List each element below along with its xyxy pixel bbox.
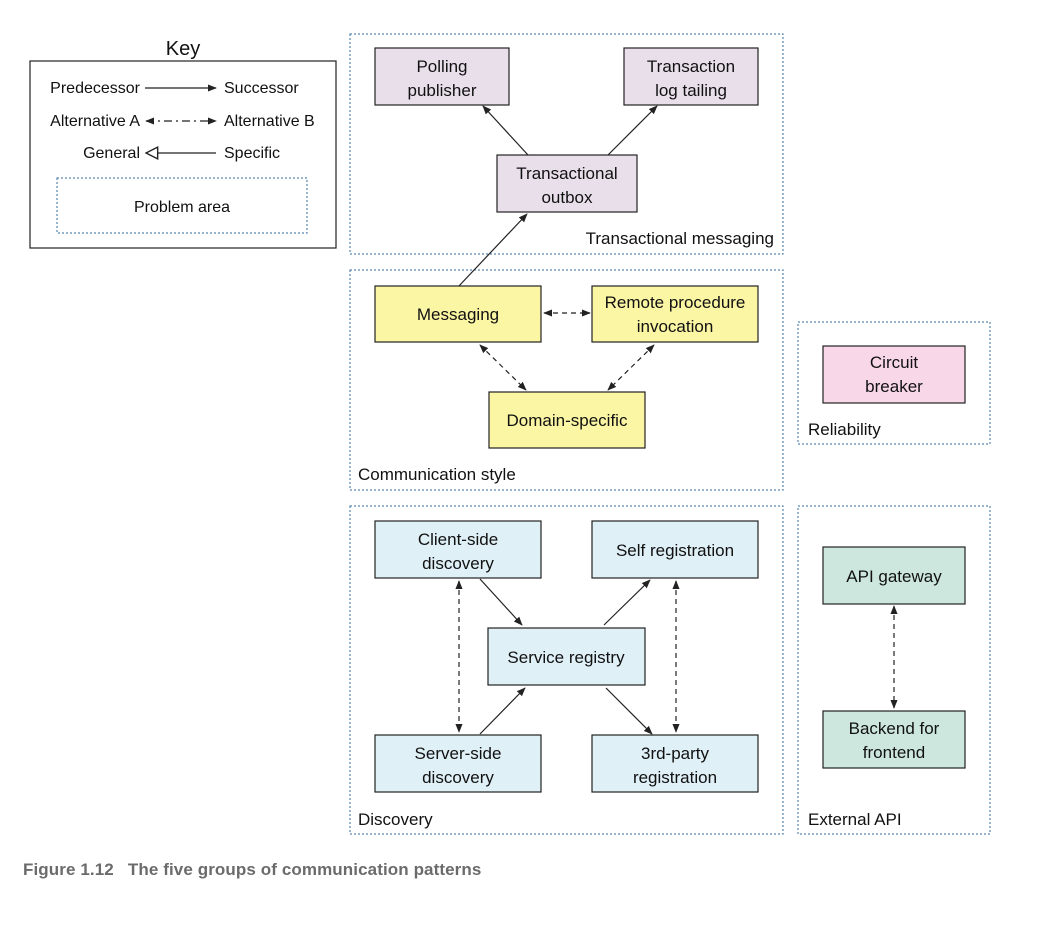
svg-text:Transactional: Transactional [516, 164, 617, 183]
node-polling-publisher: Polling publisher [374, 47, 510, 106]
area-discovery-label: Discovery [358, 810, 433, 829]
svg-text:Circuit: Circuit [870, 353, 918, 372]
svg-text:frontend: frontend [863, 743, 925, 762]
svg-text:breaker: breaker [865, 377, 923, 396]
node-domain-specific: Domain-specific [488, 391, 646, 449]
svg-text:publisher: publisher [408, 81, 477, 100]
key-problem-area-label: Problem area [134, 199, 230, 216]
key-alternative-b-label: Alternative B [224, 113, 315, 130]
key-predecessor-label: Predecessor [50, 80, 140, 97]
figure-caption-text: The five groups of communication pattern… [127, 860, 482, 879]
svg-text:Backend for: Backend for [849, 719, 940, 738]
edge-registry-to-third-party [605, 687, 653, 735]
node-backend-for-frontend: Backend for frontend [822, 710, 966, 769]
area-external-api [797, 505, 991, 835]
area-external-api-label: External API [808, 810, 902, 829]
key-alternative-a-label: Alternative A [50, 113, 140, 130]
svg-text:Self registration: Self registration [616, 541, 734, 560]
edge-messaging-to-outbox [457, 213, 528, 288]
edge-server-side-to-registry [479, 687, 526, 735]
edge-registry-to-self-registration [603, 579, 651, 626]
node-remote-procedure-invocation: Remote procedure invocation [591, 285, 759, 343]
svg-text:registration: registration [633, 768, 717, 787]
area-communication-style [349, 269, 784, 491]
area-transactional-messaging [349, 33, 784, 255]
node-api-gateway: API gateway [822, 546, 966, 605]
area-reliability-label: Reliability [808, 420, 881, 439]
svg-text:Client-side: Client-side [418, 530, 498, 549]
area-communication-style-label: Communication style [358, 465, 516, 484]
node-server-side-discovery: Server-side discovery [374, 734, 542, 793]
key-general-label: General [83, 145, 140, 162]
svg-text:Service registry: Service registry [507, 648, 625, 667]
svg-text:Transaction: Transaction [647, 57, 735, 76]
key-specific-label: Specific [224, 145, 280, 162]
node-messaging: Messaging [374, 285, 542, 343]
svg-text:Domain-specific: Domain-specific [507, 411, 628, 430]
node-third-party-registration: 3rd-party registration [591, 734, 759, 793]
edge-rpi-domain-alternative [607, 344, 655, 391]
svg-text:invocation: invocation [637, 317, 714, 336]
svg-text:Polling: Polling [416, 57, 467, 76]
svg-text:API gateway: API gateway [846, 567, 942, 586]
svg-text:log tailing: log tailing [655, 81, 727, 100]
edge-client-side-to-registry [479, 578, 523, 626]
svg-text:Server-side: Server-side [415, 744, 502, 763]
node-client-side-discovery: Client-side discovery [374, 520, 542, 579]
area-discovery [349, 505, 784, 835]
area-transactional-messaging-label: Transactional messaging [586, 229, 774, 248]
connectors [455, 105, 898, 735]
node-circuit-breaker: Circuit breaker [822, 345, 966, 404]
svg-text:outbox: outbox [541, 188, 593, 207]
node-transaction-log-tailing: Transaction log tailing [623, 47, 759, 106]
edge-messaging-domain-alternative [479, 344, 527, 391]
figure-caption: Figure 1.12 The five groups of communicat… [23, 860, 481, 880]
key-successor-label: Successor [224, 80, 299, 97]
edge-outbox-to-log-tailing [607, 105, 658, 156]
node-self-registration: Self registration [591, 520, 759, 579]
svg-text:discovery: discovery [422, 768, 494, 787]
figure-number: Figure 1.12 [23, 860, 114, 879]
nodes: Polling publisher Transaction log tailin… [374, 47, 966, 793]
key-title: Key [166, 38, 200, 60]
key-legend: Key Predecessor Successor Alternative A … [29, 38, 337, 249]
key-problem-area-box [56, 177, 308, 234]
area-reliability [797, 321, 991, 445]
node-transactional-outbox: Transactional outbox [496, 154, 638, 213]
key-box [29, 60, 337, 249]
svg-text:Remote procedure: Remote procedure [605, 293, 746, 312]
problem-areas: Transactional messaging Communication st… [349, 33, 991, 835]
edge-outbox-to-polling-publisher [482, 105, 529, 156]
svg-text:3rd-party: 3rd-party [641, 744, 710, 763]
svg-text:discovery: discovery [422, 554, 494, 573]
svg-text:Messaging: Messaging [417, 305, 499, 324]
node-service-registry: Service registry [487, 627, 646, 686]
